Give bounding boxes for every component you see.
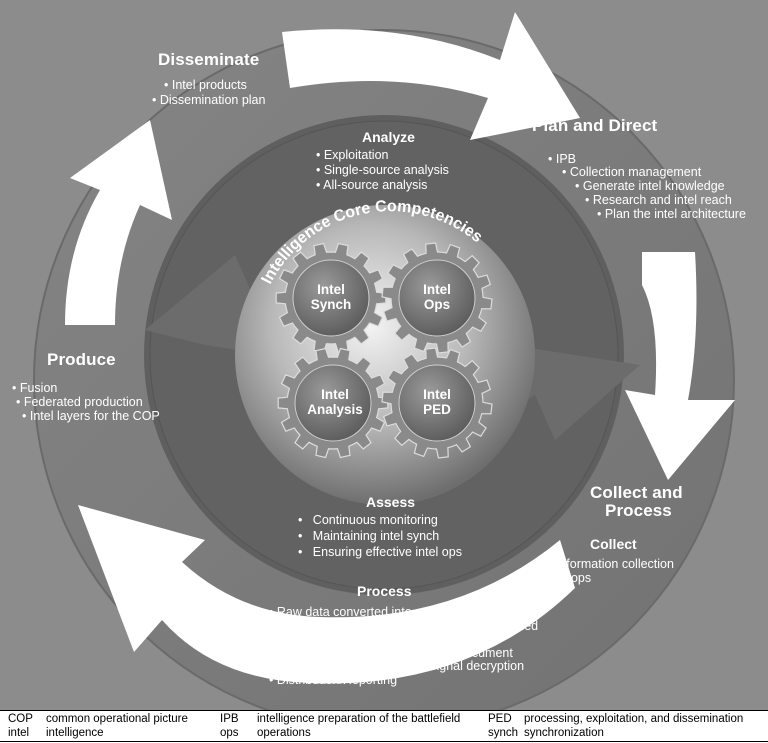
arrow-produce-to-disseminate: [65, 120, 172, 325]
legend-abbr: PED: [488, 713, 512, 725]
gear-label-intel-synch: Intel Synch: [286, 282, 376, 313]
process-item: and media translation, and signal decryp…: [269, 659, 525, 673]
gears-group: [275, 242, 493, 459]
legend-abbr: ops: [220, 727, 239, 739]
gear-hub: [398, 364, 476, 442]
collect-item: • Information collection: [548, 557, 674, 571]
collect-item: • Intel ops: [536, 571, 592, 585]
assess-item: • Ensuring effective intel ops: [298, 545, 462, 559]
process-title: Process: [357, 583, 412, 599]
legend-def: intelligence: [46, 727, 104, 739]
legend-def: synchronization: [524, 727, 604, 739]
assess-item: • Maintaining intel synch: [298, 529, 440, 543]
disseminate-title: Disseminate: [158, 50, 260, 69]
abbreviation-legend: COP common operational picture intel int…: [0, 710, 768, 743]
plan-item: • Research and intel reach: [585, 193, 732, 207]
legend-abbr: intel: [8, 727, 30, 739]
produce-title: Produce: [47, 350, 116, 369]
assess-item: • Continuous monitoring: [298, 513, 438, 527]
process-item: by the same unit that collected the data: [269, 632, 497, 646]
gear-label-intel-ped: Intel PED: [392, 387, 482, 418]
analyze-item: • Single-source analysis: [316, 163, 449, 177]
produce-item: • Intel layers for the COP: [22, 409, 160, 423]
gear-intel-ped: [381, 347, 493, 459]
process-item: • Distribution/Reporting: [269, 673, 398, 687]
gear-label-line: PED: [423, 401, 451, 417]
plan-title: Plan and Direct: [532, 116, 658, 135]
gear-label-intel-ops: Intel Ops: [392, 282, 482, 313]
gear-label-line: Intel: [423, 282, 451, 297]
process-item: • Raw data converted into usable form: [269, 605, 481, 619]
gear-label-line: Intel: [317, 282, 345, 297]
produce-item: • Federated production: [16, 395, 143, 409]
legend-def: common operational picture: [46, 713, 188, 725]
produce-item: • Fusion: [12, 381, 58, 395]
plan-item: • Collection management: [562, 165, 702, 179]
gear-label-intel-analysis: Intel Analysis: [290, 387, 380, 418]
disseminate-item: • Dissemination plan: [152, 93, 266, 107]
gear-label-line: Intel: [423, 387, 451, 402]
gear-intel-ops: [381, 242, 493, 354]
gear-hub: [294, 364, 372, 442]
disseminate-item: • Intel products: [164, 78, 247, 92]
gear-hub: [398, 259, 476, 337]
gear-label-line: Ops: [423, 296, 451, 312]
collect-title: Collect: [590, 536, 637, 552]
assess-title: Assess: [366, 494, 416, 510]
plan-item: • Generate intel knowledge: [575, 179, 725, 193]
legend-def: operations: [257, 727, 311, 739]
gear-label-line: Analysis: [307, 401, 363, 417]
arrow-disseminate-to-plan: [282, 12, 580, 140]
plan-item: • IPB: [548, 152, 576, 166]
legend-def: intelligence preparation of the battlefi…: [257, 713, 461, 725]
intelligence-process-diagram: Intelligence Core Competencies Dissemina…: [0, 0, 768, 710]
collect-process-title-1: Collect and: [590, 483, 683, 502]
arrow-plan-to-collect: [625, 252, 735, 480]
analyze-title: Analyze: [362, 129, 415, 145]
analyze-item: • All-source analysis: [316, 178, 428, 192]
analyze-item: • Exploitation: [316, 148, 389, 162]
diagram-graphics: Intelligence Core Competencies: [33, 12, 735, 710]
gear-intel-analysis: [277, 347, 389, 459]
legend-abbr: IPB: [220, 713, 239, 725]
plan-item: • Plan the intel architecture: [597, 207, 746, 221]
gear-label-line: Intel: [321, 387, 349, 402]
gear-intel-synch: [275, 242, 387, 354]
process-item: • PED accomplished through reach or perf…: [269, 619, 539, 633]
legend-abbr: synch: [488, 727, 519, 739]
gear-label-line: Synch: [310, 296, 352, 312]
gear-hub: [292, 259, 370, 337]
process-item: • First phase imagery, correlation, docu…: [269, 646, 513, 660]
arrow-process-to-produce: [78, 505, 575, 684]
collect-process-title-2: Process: [605, 501, 672, 520]
legend-abbr: COP: [8, 713, 33, 725]
legend-def: processing, exploitation, and disseminat…: [524, 713, 744, 725]
